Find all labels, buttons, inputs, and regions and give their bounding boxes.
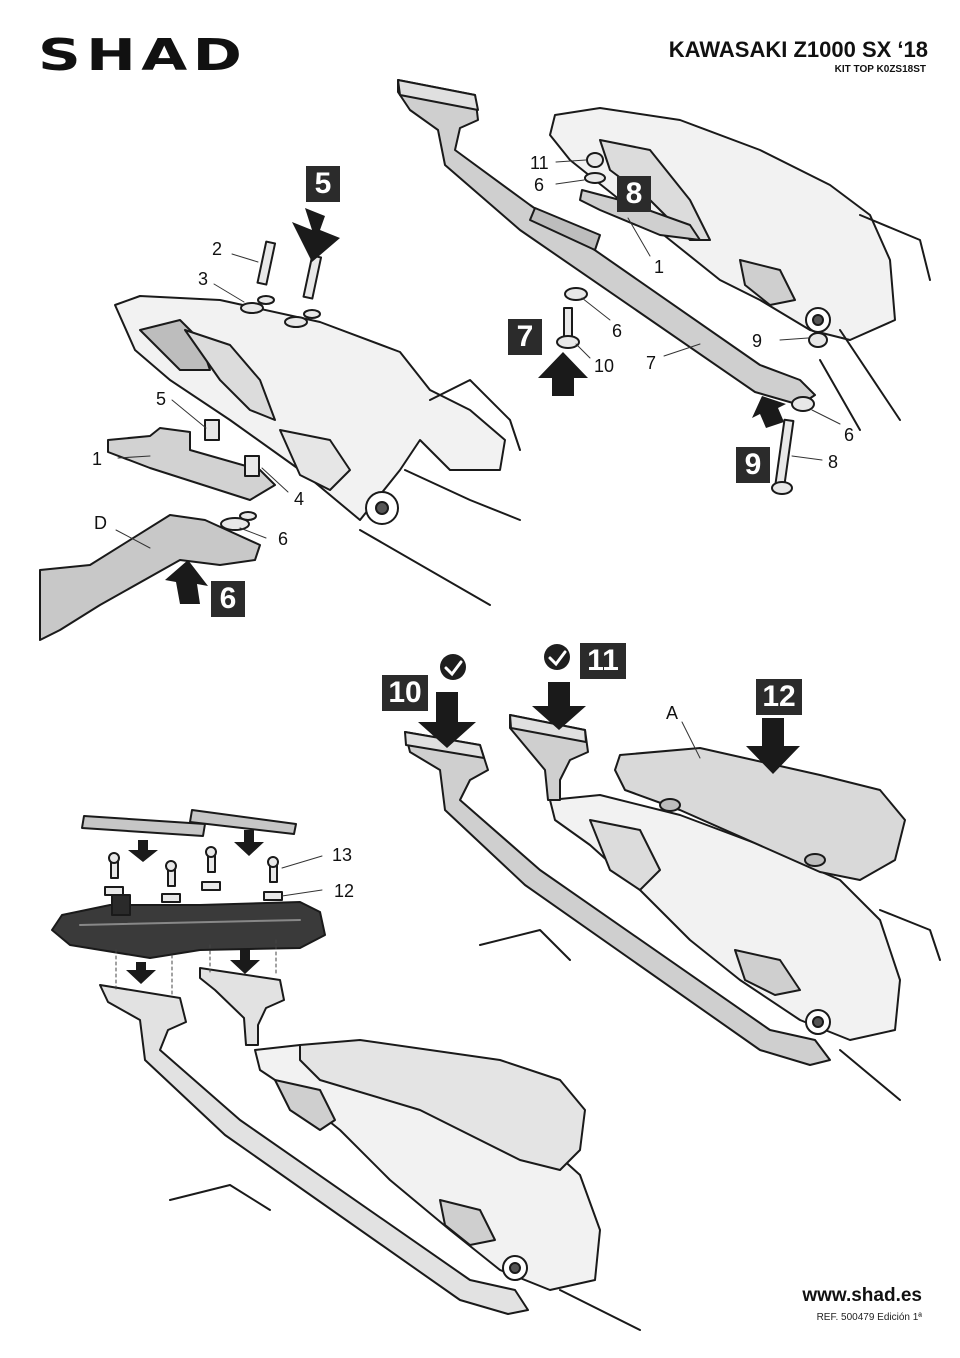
bracket-D (39, 511, 261, 641)
mounting-plate-1 (107, 419, 276, 501)
callout-2: 2 (212, 239, 223, 259)
guide-lines (115, 939, 277, 996)
fixing-plate-1 (579, 152, 701, 241)
callout-3: 3 (198, 269, 209, 289)
side-rail-11 (509, 714, 589, 801)
callout-5: 5 (156, 389, 167, 409)
callout-11: 11 (530, 153, 549, 173)
callout-6-bottom: 6 (844, 425, 855, 445)
step-11-box: 11 (580, 643, 626, 679)
callout-D: D (94, 513, 107, 533)
check-icon-step11 (544, 644, 570, 670)
callout-A: A (666, 703, 679, 723)
model-title: KAWASAKI Z1000 SX ‘18 (668, 37, 928, 62)
tail-illustration-2 (549, 107, 931, 431)
callout-9: 9 (752, 331, 763, 351)
arrow-step6 (165, 560, 208, 604)
arrow-step11 (532, 682, 586, 730)
website-url: www.shad.es (802, 1285, 922, 1306)
callout-7: 7 (646, 353, 657, 373)
side-rail-7 (397, 79, 816, 406)
bolts-2 (240, 240, 323, 328)
callout-1-right: 1 (654, 257, 665, 277)
callout-6-mid: 6 (612, 321, 623, 341)
top-plate (51, 894, 326, 959)
arrow-step12 (746, 718, 800, 774)
callout-4: 4 (294, 489, 305, 509)
washer-screw-10 (556, 287, 588, 349)
callout-10: 10 (594, 356, 615, 376)
arrow-step7 (538, 352, 588, 396)
tail-illustration-3 (479, 794, 941, 1101)
callout-1-plate: 1 (92, 449, 103, 469)
callout-13: 13 (332, 845, 353, 865)
step-7-box: 7 (508, 319, 542, 355)
arrow-step9 (752, 396, 786, 428)
seat-pad-A (614, 747, 906, 881)
tail-illustration-4 (169, 1039, 641, 1331)
callout-8: 8 (828, 452, 839, 472)
step-8-box: 8 (617, 176, 651, 212)
plate-screws (104, 846, 283, 903)
tail-illustration-1 (114, 295, 521, 606)
arrow-step5 (292, 208, 340, 262)
step-10-box: 10 (382, 675, 428, 711)
arrow-step10 (418, 692, 476, 748)
bolt-8 (771, 332, 828, 495)
step-9-box: 9 (736, 447, 770, 483)
shad-logo: SHAD (38, 30, 248, 81)
kit-reference: KIT TOP K0ZS18ST (834, 64, 926, 75)
check-icon-step10 (440, 654, 466, 680)
callout-6-left: 6 (278, 529, 289, 549)
callout-6-top: 6 (534, 175, 545, 195)
leader-lines (115, 159, 841, 897)
arrows-plate (126, 830, 264, 984)
side-rail-bottom (99, 967, 529, 1315)
step-12-box: 12 (756, 679, 802, 715)
document-reference: REF. 500479 Edición 1ª (816, 1312, 922, 1323)
step-6-box: 6 (211, 581, 245, 617)
step-5-box: 5 (306, 166, 340, 202)
callout-12: 12 (334, 881, 355, 901)
rubber-strips (81, 809, 297, 837)
